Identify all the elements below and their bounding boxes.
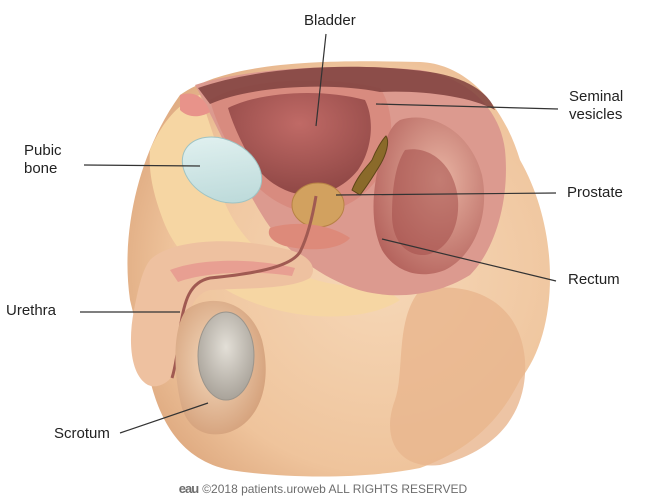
buttock (390, 288, 525, 466)
copyright-text: ©2018 patients.uroweb ALL RIGHTS RESERVE… (202, 482, 467, 496)
prostate (292, 183, 344, 227)
testis (198, 312, 254, 400)
label-rectum: Rectum (568, 271, 620, 289)
label-scrotum: Scrotum (54, 425, 110, 443)
copyright-footer: eau ©2018 patients.uroweb ALL RIGHTS RESE… (0, 481, 646, 496)
label-urethra: Urethra (6, 302, 56, 320)
label-pubic-line1: Pubic (24, 142, 84, 160)
label-seminal-line2: vesicles (569, 106, 639, 124)
label-pubic-line2: bone (24, 160, 84, 178)
label-bladder: Bladder (304, 12, 356, 30)
eau-logo: eau (179, 481, 198, 496)
label-seminal-line1: Seminal (569, 88, 639, 106)
label-seminal-vesicles: Seminal vesicles (569, 88, 639, 124)
label-pubic-bone: Pubic bone (24, 142, 84, 178)
label-prostate: Prostate (567, 184, 623, 202)
